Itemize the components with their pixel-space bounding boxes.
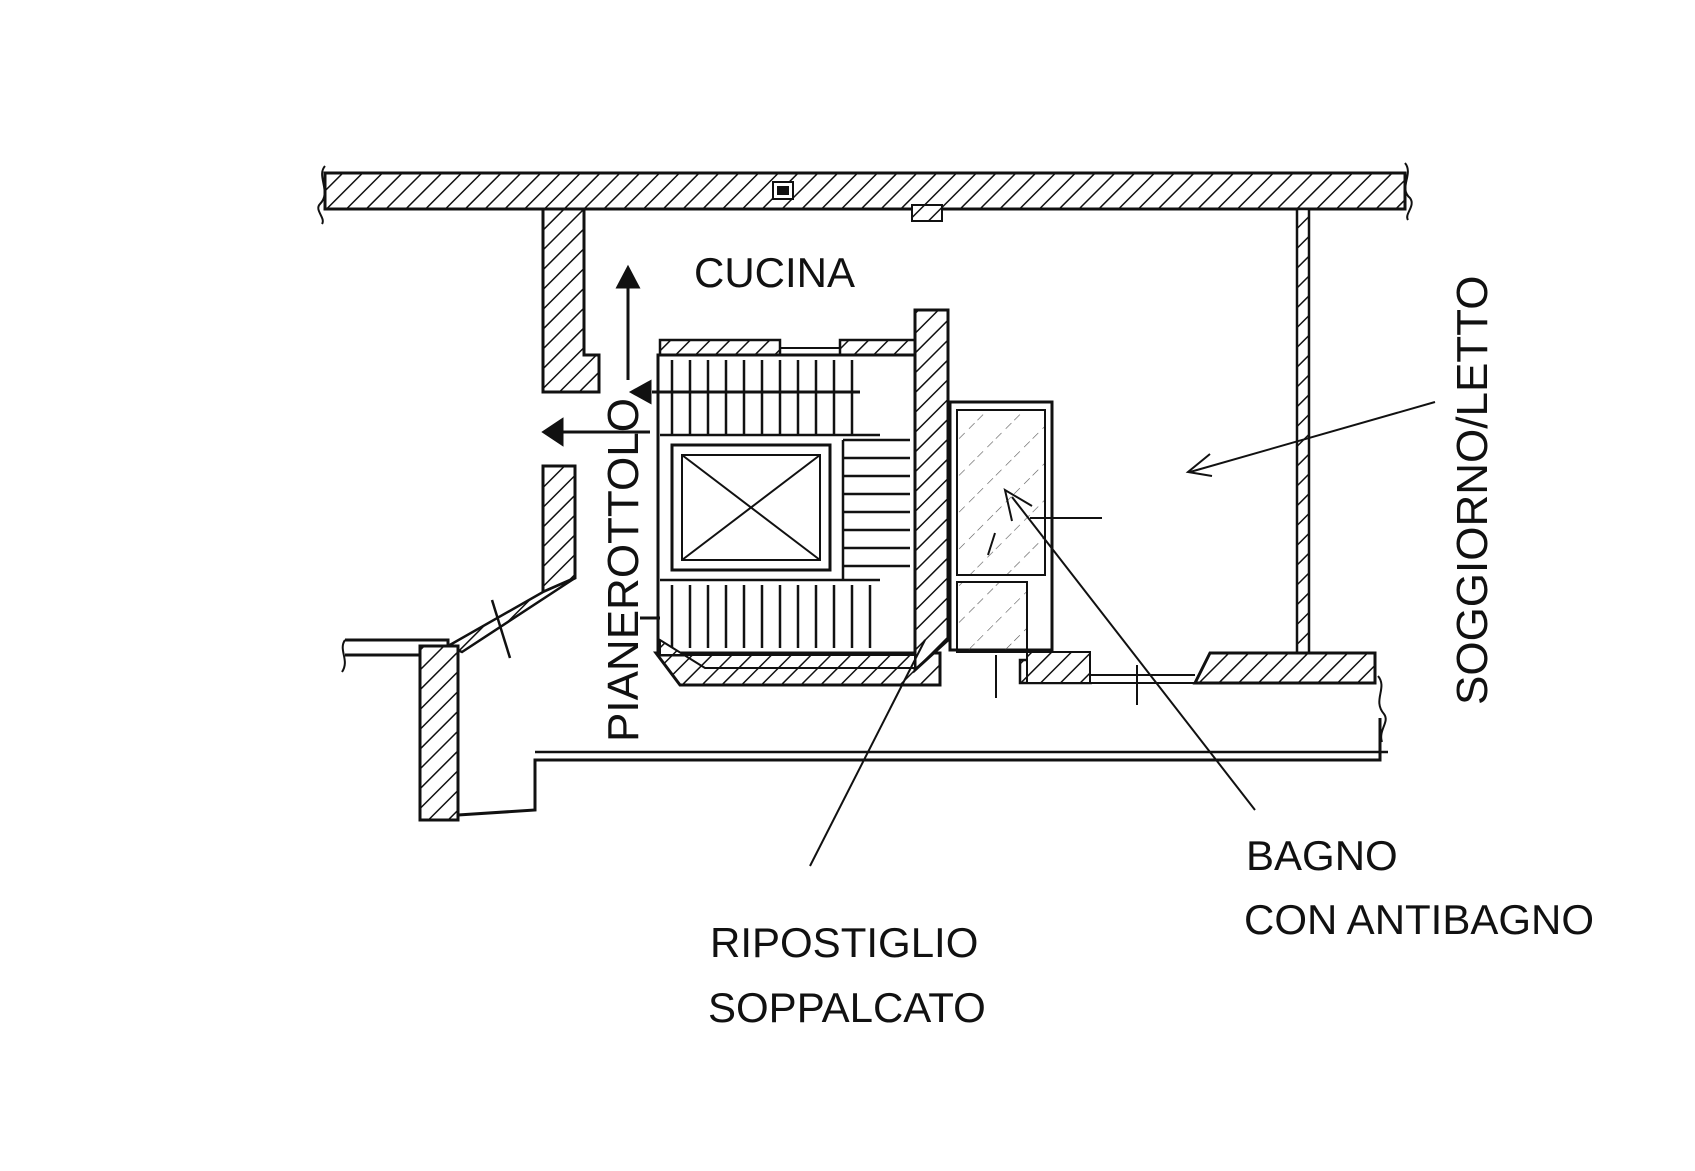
right-wall <box>1295 207 1311 661</box>
label-pianerottolo: PIANEROTTOLO <box>599 398 648 742</box>
top-wall <box>317 162 1413 225</box>
leader-lines <box>809 401 1436 867</box>
bathroom-block <box>948 400 1102 684</box>
label-ripostiglio-line2: SOPPALCATO <box>708 984 986 1031</box>
label-ripostiglio-line1: RIPOSTIGLIO <box>710 919 978 966</box>
left-wall <box>445 207 601 659</box>
label-soggiorno-letto: SOGGIORNO/LETTO <box>1448 276 1497 705</box>
staircase <box>656 308 950 674</box>
label-cucina: CUCINA <box>694 249 855 296</box>
label-bagno-line1: BAGNO <box>1246 832 1398 879</box>
access-arrows <box>541 264 860 620</box>
label-bagno-line2: CON ANTIBAGNO <box>1244 896 1594 943</box>
lower-left-wall <box>341 638 1388 822</box>
